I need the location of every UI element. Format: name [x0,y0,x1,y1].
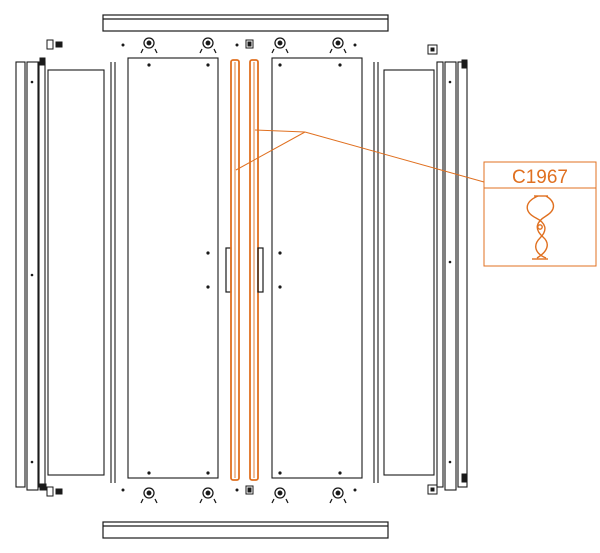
magnetic-seal-strip-left [230,59,240,481]
double-hinged-seal-profile-icon [526,195,555,260]
magnetic-seal-strip-right [249,59,259,481]
left-wall-profile [15,61,46,491]
right-door-handle [257,247,264,293]
part-code-label: C1967 [512,167,568,188]
fixing-screws [30,43,452,492]
top-roller-wheels [140,37,347,54]
bottom-track-rail [102,521,389,539]
part-callout-box: C1967 [483,161,597,267]
top-track-rail [102,14,389,32]
right-fixed-panel [373,62,435,483]
bottom-roller-wheels [140,487,347,504]
corner-connector-blocks [39,39,468,497]
left-fixed-panel [47,62,116,483]
left-sliding-door [127,57,219,479]
callout-leader-lines [235,129,485,183]
right-wall-profile [436,61,468,491]
right-sliding-door [271,57,363,479]
